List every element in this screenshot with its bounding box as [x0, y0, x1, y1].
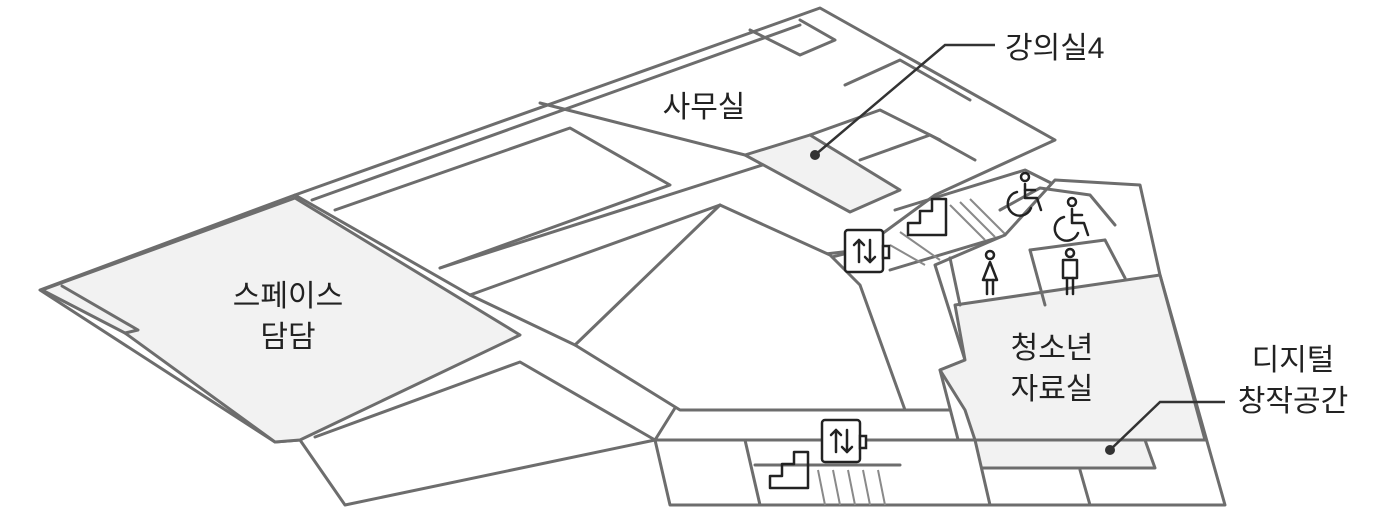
accessible-restroom-icon[interactable]: [1053, 196, 1090, 242]
youth-library-label-line1: 청소년: [1011, 332, 1094, 365]
upper-wing-inner-wall-1: [310, 23, 802, 202]
middle-hall-outline: [468, 203, 907, 412]
space-damdam-label-line1: 스페이스: [233, 280, 343, 313]
youth-library-room[interactable]: [938, 273, 1207, 442]
youth-library-label-line2: 자료실: [1011, 373, 1094, 406]
mens-restroom-icon[interactable]: [1061, 247, 1079, 296]
space-damdam-label-line2: 담담: [260, 321, 315, 354]
elevator-icon[interactable]: [843, 228, 891, 274]
stairs-hatch-upper: [889, 198, 1006, 266]
stairs-icon[interactable]: [906, 197, 948, 237]
bottom-corridor-outline: [653, 438, 992, 507]
digital-creative-space[interactable]: [968, 438, 1157, 470]
restroom-wall-2: [1028, 248, 1047, 307]
bottom-corridor-wall-1: [743, 438, 762, 507]
upper-wing-inner-wall-9: [808, 108, 942, 142]
digital-space-leader-dot: [1105, 445, 1115, 455]
upper-wing-inner-wall-7: [843, 58, 972, 102]
digital-space-label-line2: 창작공간: [1238, 385, 1348, 418]
accessible-restroom-icon[interactable]: [1006, 171, 1043, 217]
middle-hall-inner-wall: [573, 203, 722, 347]
lecture-room-4-leader-dot: [810, 150, 820, 160]
elevator-icon[interactable]: [820, 418, 868, 464]
restroom-wall-5: [998, 186, 1117, 227]
upper-wing-inner-wall-6: [748, 18, 837, 57]
core-wall-2: [893, 168, 1057, 212]
upper-wing-inner-wall-2: [333, 126, 672, 270]
restroom-wall-1: [948, 256, 962, 307]
office-label: 사무실: [663, 91, 746, 124]
right-wing-bottom-wall: [1078, 468, 1092, 507]
left-wing-notch: [60, 284, 140, 335]
upper-wing-inner-wall-4: [438, 143, 827, 270]
lecture-room-4-label: 강의실4: [1005, 32, 1105, 65]
digital-space-label-line1: 디지털: [1252, 344, 1335, 377]
lecture-room-4[interactable]: [743, 133, 902, 214]
digital-space-leader: [1109, 400, 1225, 451]
stairs-hatch-lower: [817, 469, 886, 506]
upper-wing-inner-wall-3: [538, 101, 747, 157]
restroom-wall-3: [1103, 238, 1127, 280]
lecture-room-4-leader: [814, 43, 995, 156]
left-wing-inner-wall: [313, 360, 657, 442]
restroom-wall-4: [1028, 238, 1107, 252]
womens-restroom-icon[interactable]: [981, 249, 999, 296]
stairs-icon[interactable]: [768, 450, 810, 490]
